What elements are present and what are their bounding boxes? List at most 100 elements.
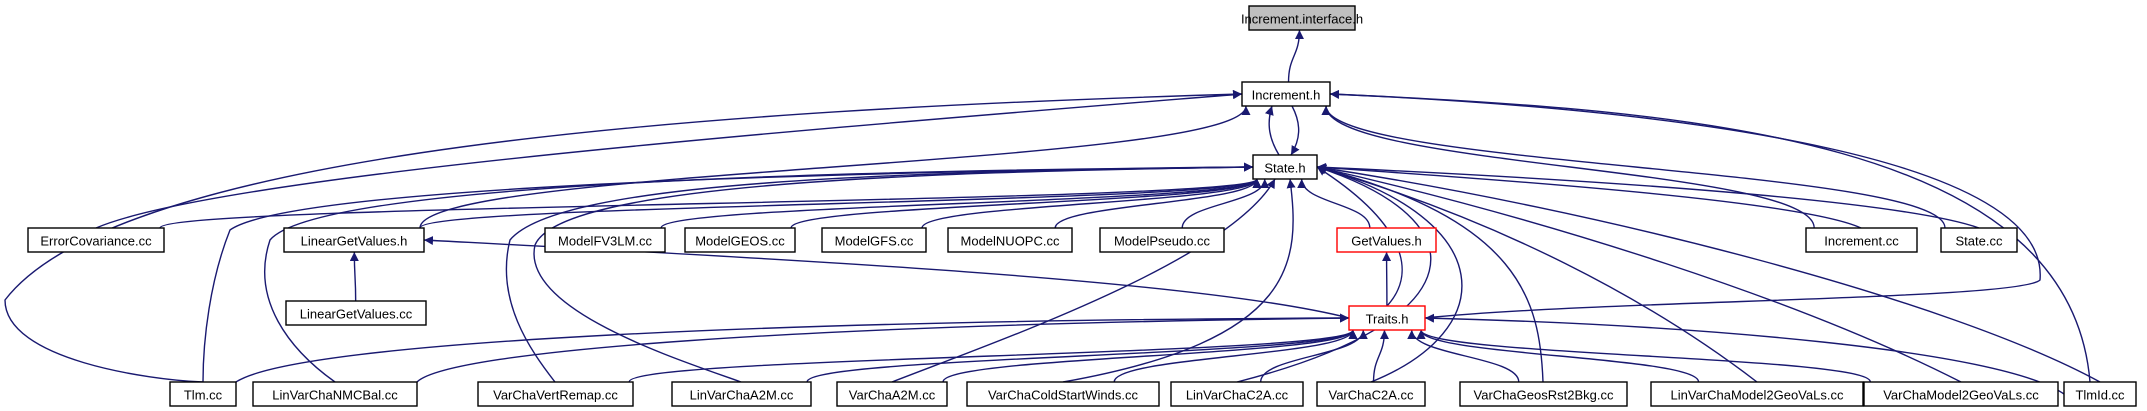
node-increment-interface-h: Increment.interface.h [1241, 5, 1363, 31]
node-varchamodel2geovals-cc[interactable]: VarChaModel2GeoVaLs.cc [1863, 381, 2059, 407]
edge-path [1372, 329, 1389, 383]
edge-modelgfs_cc-includes-state_h [921, 178, 1262, 229]
node-tlm-cc[interactable]: Tlm.cc [169, 381, 237, 407]
node-box [1940, 227, 2018, 253]
node-linvarchanmcbal-cc[interactable]: LinVarChaNMCBal.cc [252, 381, 418, 407]
edge-varchacoldstartwinds_cc-includes-state_h [1062, 178, 1296, 383]
node-box [252, 381, 418, 407]
node-lineargetvalues-cc[interactable]: LinearGetValues.cc [285, 300, 427, 326]
node-modelpseudo-cc[interactable]: ModelPseudo.cc [1099, 227, 1225, 253]
node-modelgfs-cc[interactable]: ModelGFS.cc [821, 227, 927, 253]
node-modelfv3lm-cc[interactable]: ModelFV3LM.cc [544, 227, 666, 253]
edge-path [1329, 89, 2041, 319]
edge-path [942, 329, 1358, 383]
node-label: GetValues.h [1351, 234, 1422, 249]
edge-tlmid_cc-includes-state_h [1316, 163, 2101, 383]
edge-path [790, 178, 1262, 229]
node-box [283, 227, 425, 253]
edge-tlmid_cc-includes-increment_h [1329, 89, 2091, 383]
edge-path [1062, 178, 1296, 383]
node-modelnuopc-cc[interactable]: ModelNUOPC.cc [947, 227, 1073, 253]
edge-linvarchac2a_cc-includes-traits_h [1259, 329, 1368, 383]
edge-path [628, 329, 1358, 383]
node-label: LinVarChaA2M.cc [690, 388, 794, 403]
edge-path [349, 251, 359, 302]
node-box [836, 381, 948, 407]
edge-linvarchac2a_cc-includes-state_h [1236, 165, 1432, 383]
node-getvalues-h[interactable]: GetValues.h [1336, 227, 1437, 253]
node-box [477, 381, 634, 407]
node-errorcovariance-cc[interactable]: ErrorCovariance.cc [27, 227, 165, 253]
edge-path [921, 178, 1262, 229]
edge-lineargetvalues_cc-includes-lineargetvalues_h [349, 251, 359, 302]
edge-layer [4, 29, 2101, 395]
node-state-h[interactable]: State.h [1252, 154, 1318, 180]
edge-errorcovariance_cc-includes-increment_h [95, 90, 1243, 229]
node-varchageosrst2bkg-cc[interactable]: VarChaGeosRst2Bkg.cc [1459, 381, 1628, 407]
edge-varchac2a_cc-includes-traits_h [1372, 329, 1389, 383]
node-box [1241, 81, 1331, 107]
node-varchacoldstartwinds-cc[interactable]: VarChaColdStartWinds.cc [966, 381, 1160, 407]
node-box [671, 381, 812, 407]
edge-increment_cc-includes-increment_h [1321, 105, 1815, 229]
node-box [27, 227, 165, 253]
edge-path [1297, 178, 1371, 229]
edge-path [159, 178, 1262, 229]
node-traits-h[interactable]: Traits.h [1348, 305, 1426, 331]
edge-varchavertremap_cc-includes-state_h [505, 162, 1254, 383]
node-state-cc[interactable]: State.cc [1940, 227, 2018, 253]
edge-tlmid_cc-includes-traits_h [1424, 313, 2065, 395]
edge-path [1316, 165, 1758, 383]
edge-path [660, 178, 1262, 229]
edge-varchamodel2geovals_cc-includes-traits_h [1416, 329, 1872, 383]
node-box [1348, 305, 1426, 331]
node-linvarchamodel2geovals-cc[interactable]: LinVarChaModel2GeoVaLs.cc [1650, 381, 1864, 407]
node-label: LinVarChaC2A.cc [1186, 388, 1289, 403]
edge-path [1113, 329, 1358, 383]
edge-path [1265, 105, 1280, 156]
node-box [966, 381, 1160, 407]
node-box [1863, 381, 2059, 407]
edge-path [505, 162, 1254, 383]
node-modelgeos-cc[interactable]: ModelGEOS.cc [684, 227, 796, 253]
edge-lineargetvalues_h-includes-state_h [419, 178, 1262, 229]
edge-state_cc-includes-increment_h [1321, 105, 1946, 229]
node-linvarchac2a-cc[interactable]: LinVarChaC2A.cc [1170, 381, 1304, 407]
node-label: ModelPseudo.cc [1114, 234, 1211, 249]
edge-path [235, 313, 1350, 383]
node-increment-h[interactable]: Increment.h [1241, 81, 1331, 107]
edge-path [1416, 329, 1872, 383]
node-label: LinearGetValues.cc [300, 307, 413, 322]
edge-varchacoldstartwinds_cc-includes-traits_h [1113, 329, 1358, 383]
node-label: Increment.cc [1824, 234, 1899, 249]
edge-increment_h-includes-state_h [1290, 105, 1300, 156]
edge-path [1181, 178, 1270, 229]
node-box [1336, 227, 1437, 253]
node-label: Increment.interface.h [1241, 12, 1363, 27]
node-varchac2a-cc[interactable]: VarChaC2A.cc [1316, 381, 1426, 407]
edge-linvarchanmcbal_cc-includes-traits_h [416, 313, 1350, 383]
node-tlmid-cc[interactable]: TlmId.cc [2063, 381, 2137, 407]
node-varchaa2m-cc[interactable]: VarChaA2M.cc [836, 381, 948, 407]
node-box [169, 381, 237, 407]
edge-tlm_cc-includes-increment_h [4, 89, 1243, 383]
node-box [1805, 227, 1918, 253]
node-varchavertremap-cc[interactable]: VarChaVertRemap.cc [477, 381, 634, 407]
node-lineargetvalues-h[interactable]: LinearGetValues.h [283, 227, 425, 253]
node-label: LinearGetValues.h [301, 234, 408, 249]
edge-modelgeos_cc-includes-state_h [790, 178, 1262, 229]
edge-path [95, 90, 1243, 229]
edge-linvarchanmcbal_cc-includes-state_h [264, 162, 1254, 383]
node-layer: Increment.interface.hIncrement.hState.hE… [27, 5, 2137, 407]
edge-path [264, 162, 1254, 383]
edge-path [419, 105, 1251, 229]
edge-path [419, 178, 1262, 229]
node-box [544, 227, 666, 253]
edge-increment_cc-includes-state_h [1316, 163, 1862, 229]
node-box [947, 227, 1073, 253]
node-increment-cc[interactable]: Increment.cc [1805, 227, 1918, 253]
node-linvarchaa2m-cc[interactable]: LinVarChaA2M.cc [671, 381, 812, 407]
node-label: ModelNUOPC.cc [961, 234, 1060, 249]
edge-traits_h-includes-increment_h [1329, 89, 2041, 319]
